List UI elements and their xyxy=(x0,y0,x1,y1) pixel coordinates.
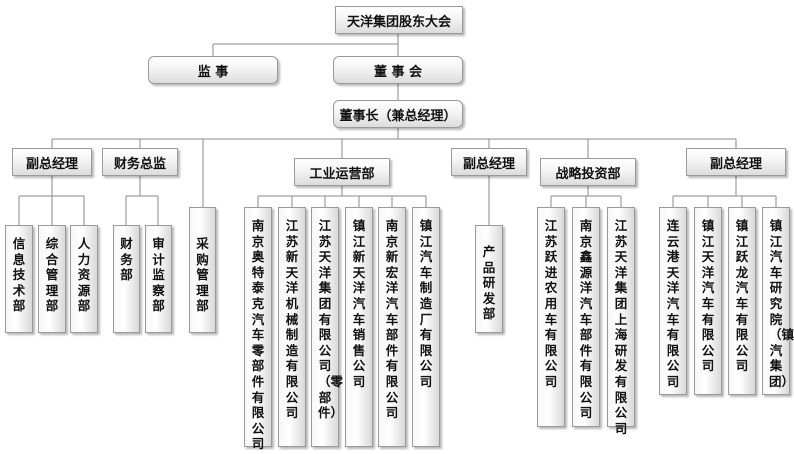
cfo-node[interactable]: 财务总监 xyxy=(102,148,178,176)
unit-nanjing-xinyuanyang[interactable]: 南京鑫源洋汽车部件有限公司 xyxy=(572,207,600,427)
unit-human-resources[interactable]: 人力资源部 xyxy=(70,225,98,333)
unit-jiangsu-yuejin[interactable]: 江苏跃进农用车有限公司 xyxy=(537,207,565,427)
unit-audit-supervision[interactable]: 审计监察部 xyxy=(145,225,172,333)
unit-product-rd[interactable]: 产品研发部 xyxy=(475,225,503,333)
strategic-investment-node[interactable]: 战略投资部 xyxy=(540,158,636,186)
vice-gm-right-node[interactable]: 副总经理 xyxy=(686,148,786,176)
unit-zhenjiang-yuelong[interactable]: 镇江跃龙汽车有限公司 xyxy=(728,207,756,395)
unit-general-management[interactable]: 综合管理部 xyxy=(38,225,66,333)
unit-zhenjiang-tianyang[interactable]: 镇江天洋汽车有限公司 xyxy=(694,207,722,395)
unit-jiangsu-xintianyang-machinery[interactable]: 江苏新天洋机械制造有限公司 xyxy=(278,207,306,447)
unit-jiangsu-tianyang-parts[interactable]: 江苏天洋集团有限公司（零部件） xyxy=(311,207,343,447)
unit-info-tech[interactable]: 信息技术部 xyxy=(5,225,33,333)
unit-zhenjiang-auto-plant[interactable]: 镇江汽车制造厂有限公司 xyxy=(412,207,440,447)
unit-nanjing-xinhongyang[interactable]: 南京新宏洋汽车部件有限公司 xyxy=(378,207,406,447)
chairman-node[interactable]: 董事长（兼总经理） xyxy=(333,100,463,128)
supervisor-node[interactable]: 监 事 xyxy=(148,56,278,84)
industrial-operations-node[interactable]: 工业运营部 xyxy=(294,158,390,186)
unit-procurement[interactable]: 采购管理部 xyxy=(189,207,216,333)
unit-lianyungang-tianyang[interactable]: 连云港天洋汽车有限公司 xyxy=(659,207,687,395)
board-of-directors-node[interactable]: 董 事 会 xyxy=(333,56,463,84)
unit-zhenjiang-auto-research[interactable]: 镇江汽车研究院（镇汽集团） xyxy=(762,207,794,395)
unit-tianyang-shanghai-rd[interactable]: 江苏天洋集团上海研发有限公司 xyxy=(607,207,635,436)
unit-zhenjiang-car-sales[interactable]: 镇江新天洋汽车销售公司 xyxy=(345,207,373,447)
unit-finance[interactable]: 财务部 xyxy=(113,225,140,333)
unit-nanjing-aote[interactable]: 南京奥特泰克汽车零部件有限公司 xyxy=(244,207,272,451)
vice-gm-middle-node[interactable]: 副总经理 xyxy=(451,148,527,176)
shareholders-meeting-node[interactable]: 天洋集团股东大会 xyxy=(335,6,463,34)
vice-gm-left-node[interactable]: 副总经理 xyxy=(12,148,92,176)
